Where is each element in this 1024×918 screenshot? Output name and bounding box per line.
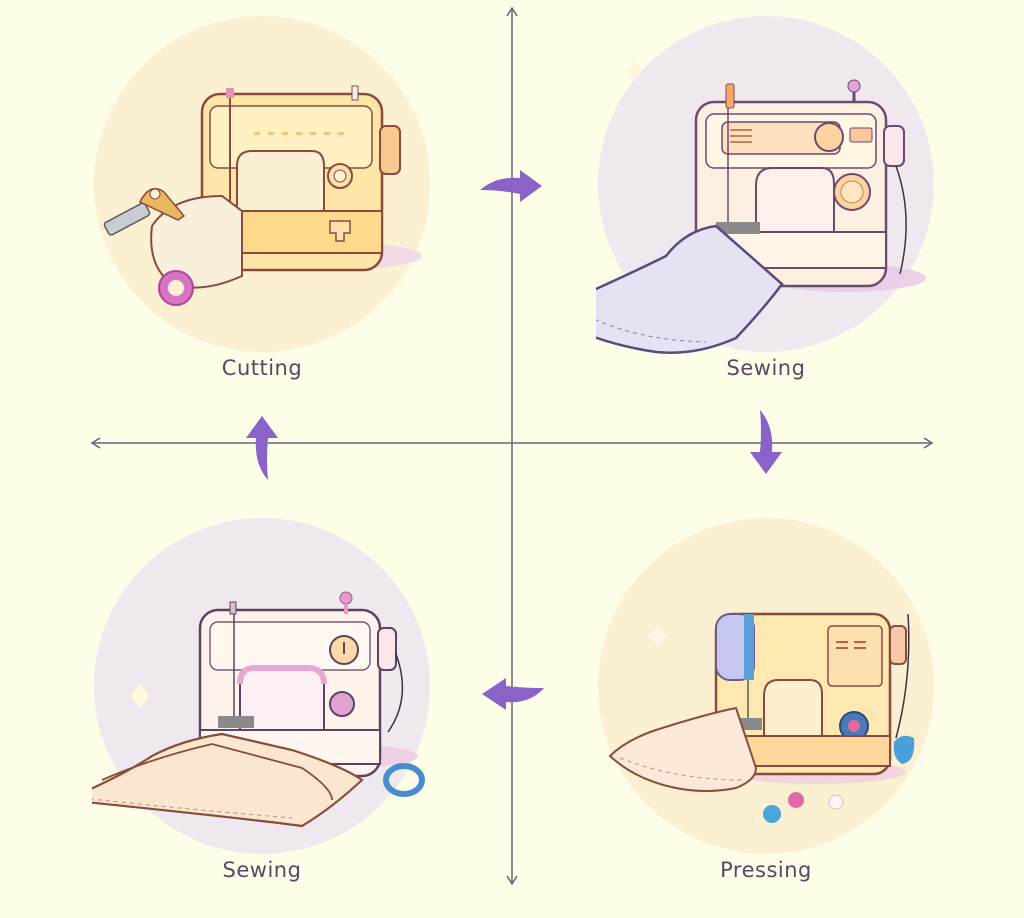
step-sewing-2: Sewing <box>92 518 432 918</box>
axis-arrowhead-down-icon <box>506 875 518 886</box>
sewing-machine-with-pins-icon <box>608 612 915 823</box>
step-label: Pressing <box>720 858 812 882</box>
axis-arrowhead-left-icon <box>90 437 101 449</box>
cycle-diagram: Cutting Sewing <box>90 6 936 886</box>
arrow-down-icon <box>750 410 782 474</box>
step-label: Sewing <box>222 858 302 882</box>
step-label: Cutting <box>221 356 303 380</box>
quadrant-axes <box>90 6 934 886</box>
sparkle-icon <box>130 684 150 708</box>
sparkle-icon <box>626 61 642 81</box>
arrow-up-icon <box>246 416 278 480</box>
arrow-right-icon <box>480 170 542 202</box>
step-label: Sewing <box>726 356 806 380</box>
step-sewing-1: Sewing <box>596 16 936 416</box>
sewing-machine-with-fabric-icon <box>596 61 926 354</box>
step-pressing: Pressing <box>596 518 936 918</box>
axis-arrowhead-right-icon <box>923 437 934 449</box>
sparkle-icon <box>648 626 666 646</box>
sewing-machine-with-folded-fabric-icon <box>92 591 425 828</box>
step-cutting: Cutting <box>92 16 432 416</box>
axis-arrowhead-up-icon <box>506 6 518 17</box>
arrow-left-icon <box>482 678 544 710</box>
sewing-machine-with-rotary-cutter-icon <box>103 85 422 306</box>
